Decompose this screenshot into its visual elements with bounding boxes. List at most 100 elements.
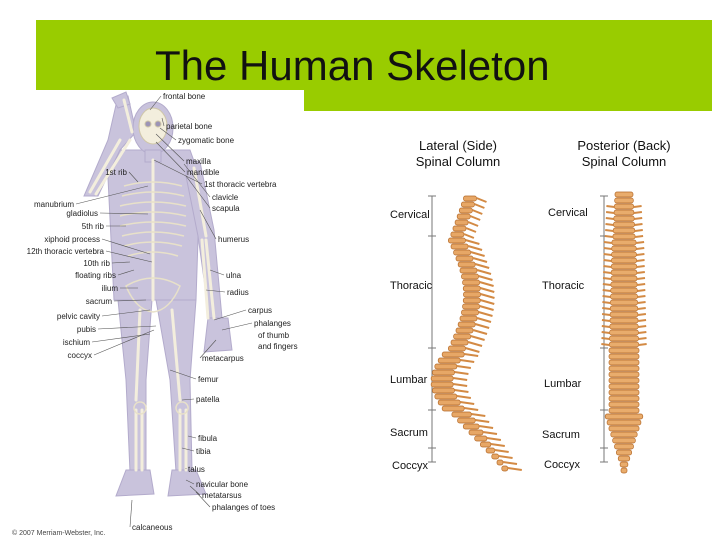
left-label-pubis: pubis bbox=[77, 325, 96, 334]
transverse-process bbox=[636, 265, 645, 268]
posterior-vertebra bbox=[612, 437, 636, 444]
lateral-vertebra bbox=[501, 465, 509, 472]
spinous-process bbox=[475, 419, 490, 423]
posterior-vertebra bbox=[608, 377, 640, 384]
posterior-vertebra bbox=[617, 455, 631, 462]
transverse-process bbox=[636, 253, 645, 256]
posterior-vertebra bbox=[611, 245, 637, 252]
left-label-10th-rib: 10th rib bbox=[83, 259, 110, 268]
posterior-vertebra bbox=[609, 335, 639, 342]
lateral-title-line1: Lateral (Side) bbox=[419, 138, 497, 153]
lateral-vertebra bbox=[457, 417, 476, 424]
lateral-vertebra bbox=[450, 243, 469, 250]
leader-line bbox=[113, 299, 147, 302]
transverse-process bbox=[604, 235, 614, 238]
right-label-talus: talus bbox=[188, 465, 205, 474]
spinous-process bbox=[490, 443, 505, 447]
lateral-vertebra bbox=[463, 195, 477, 202]
leader-line bbox=[153, 159, 203, 185]
transverse-process bbox=[601, 343, 610, 346]
lateral-vertebra bbox=[453, 333, 471, 340]
lateral-vertebra bbox=[455, 327, 474, 334]
leader-line bbox=[75, 185, 149, 205]
lateral-vertebra bbox=[463, 291, 481, 298]
transverse-process bbox=[603, 241, 613, 244]
spinous-process bbox=[480, 293, 495, 299]
posterior-vertebra bbox=[609, 323, 639, 330]
leader-line bbox=[205, 289, 226, 293]
posterior-vertebra bbox=[608, 389, 640, 396]
left-label-sacrum: sacrum bbox=[86, 297, 113, 306]
lateral-vertebra bbox=[455, 255, 474, 262]
transverse-process bbox=[634, 229, 643, 232]
posterior-vertebra bbox=[608, 341, 639, 348]
right-label-1st-thoracic-vertebra: 1st thoracic vertebra bbox=[204, 180, 277, 189]
right-label-frontal-bone: frontal bone bbox=[163, 92, 206, 101]
transverse-process bbox=[602, 277, 612, 280]
lateral-vertebra bbox=[453, 249, 471, 256]
lateral-vertebra bbox=[459, 315, 478, 322]
transverse-process bbox=[601, 319, 611, 322]
spinous-process bbox=[464, 353, 479, 357]
lateral-vertebra bbox=[485, 447, 496, 454]
transverse-process bbox=[637, 319, 647, 322]
lateral-vertebra bbox=[450, 339, 469, 346]
spinous-process bbox=[476, 197, 487, 203]
posterior-vertebra bbox=[614, 191, 634, 198]
transverse-process bbox=[603, 259, 612, 262]
posterior-vertebra bbox=[613, 209, 635, 216]
posterior-vertebra bbox=[610, 275, 638, 282]
posterior-vertebra bbox=[609, 317, 639, 324]
lateral-label-thoracic: Thoracic bbox=[390, 280, 433, 292]
posterior-vertebra bbox=[614, 197, 634, 204]
spinous-process bbox=[470, 335, 485, 341]
leader-line bbox=[181, 447, 195, 452]
lateral-vertebra bbox=[437, 399, 461, 406]
transverse-process bbox=[602, 295, 611, 298]
posterior-vertebra bbox=[608, 347, 640, 354]
transverse-process bbox=[602, 283, 611, 286]
posterior-title-line2: Spinal Column bbox=[582, 154, 667, 169]
lateral-vertebra bbox=[454, 219, 469, 226]
transverse-process bbox=[601, 313, 611, 316]
transverse-process bbox=[605, 223, 614, 226]
lateral-vertebra bbox=[462, 297, 481, 304]
transverse-process bbox=[602, 289, 611, 292]
transverse-process bbox=[634, 235, 644, 238]
lateral-vertebra bbox=[450, 231, 465, 238]
lateral-vertebra bbox=[461, 201, 475, 208]
posterior-vertebra bbox=[609, 311, 639, 318]
transverse-process bbox=[602, 301, 611, 304]
posterior-label-cervical: Cervical bbox=[548, 207, 588, 219]
posterior-vertebra bbox=[608, 395, 640, 402]
transverse-process bbox=[603, 253, 612, 256]
lateral-vertebra bbox=[496, 459, 504, 466]
lateral-vertebra bbox=[468, 429, 484, 436]
transverse-process bbox=[636, 259, 645, 262]
left-label-floating-ribs: floating ribs bbox=[75, 271, 116, 280]
leader-line bbox=[128, 171, 139, 183]
spinous-process bbox=[476, 269, 492, 275]
leader-line bbox=[187, 435, 197, 439]
posterior-vertebra bbox=[608, 359, 640, 366]
posterior-vertebra bbox=[619, 461, 629, 468]
posterior-vertebra bbox=[608, 365, 640, 372]
lateral-vertebra bbox=[457, 261, 476, 268]
lateral-vertebra bbox=[434, 393, 458, 400]
right-label-of-thumb: of thumb bbox=[258, 331, 290, 340]
posterior-vertebra bbox=[611, 239, 637, 246]
left-label-ischium: ischium bbox=[63, 338, 90, 347]
leader-line bbox=[169, 369, 197, 380]
right-label-metatarsus: metatarsus bbox=[202, 491, 242, 500]
right-label-zygomatic-bone: zygomatic bone bbox=[178, 136, 235, 145]
posterior-vertebra bbox=[614, 443, 634, 450]
transverse-process bbox=[601, 325, 610, 328]
transverse-process bbox=[636, 277, 646, 280]
spinous-process bbox=[463, 233, 475, 239]
left-label-manubrium: manubrium bbox=[34, 200, 74, 209]
lateral-vertebra bbox=[462, 285, 481, 292]
spinous-process bbox=[470, 251, 485, 257]
right-label-fibula: fibula bbox=[198, 434, 218, 443]
